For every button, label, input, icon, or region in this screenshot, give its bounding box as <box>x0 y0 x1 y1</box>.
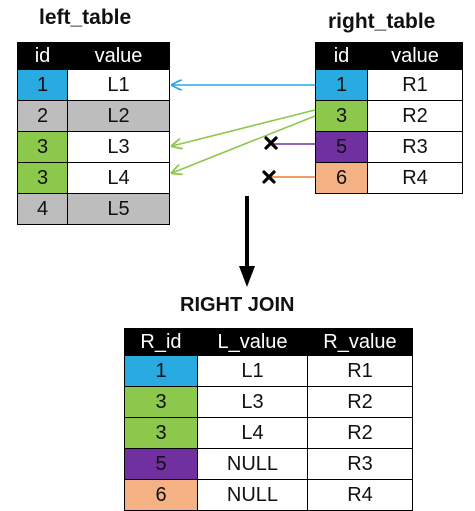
down-arrow-icon <box>239 196 255 287</box>
left-cell-id: 3 <box>17 162 68 194</box>
left-cell-id: 2 <box>17 100 68 132</box>
connector-r2-l4 <box>172 115 316 173</box>
left-cell-value: L4 <box>67 162 170 194</box>
left-header-id: id <box>17 42 68 70</box>
table-row: 1 L1 R1 <box>124 355 413 387</box>
result-header-r-value: R_value <box>307 328 413 356</box>
result-cell-r-value: R4 <box>307 479 413 511</box>
result-cell-l-value: NULL <box>197 448 308 480</box>
result-cell-id: 5 <box>124 448 198 480</box>
left-table-title: left_table <box>39 6 132 29</box>
right-cell-id: 1 <box>315 69 368 101</box>
left-cell-value: L5 <box>67 193 170 225</box>
right-cell-value: R3 <box>367 131 463 163</box>
join-type-label: RIGHT JOIN <box>180 294 295 316</box>
result-cell-id: 6 <box>124 479 198 511</box>
left-cell-value: L1 <box>67 69 170 101</box>
right-cell-id: 3 <box>315 100 368 132</box>
result-cell-r-value: R2 <box>307 417 413 449</box>
left-cell-id: 3 <box>17 131 68 163</box>
right-table-header: id value <box>315 42 463 70</box>
table-row: 3 L4 <box>17 162 170 194</box>
result-cell-r-value: R2 <box>307 386 413 418</box>
table-row: 5 NULL R3 <box>124 448 413 480</box>
table-row: 1 L1 <box>17 69 170 101</box>
table-row: 5 R3 <box>315 131 463 163</box>
result-cell-l-value: L1 <box>197 355 308 387</box>
right-table-title: right_table <box>328 10 436 33</box>
table-row: 2 L2 <box>17 100 170 132</box>
right-header-value: value <box>367 42 463 70</box>
table-row: 3 L3 <box>17 131 170 163</box>
result-cell-l-value: L4 <box>197 417 308 449</box>
result-cell-id: 1 <box>124 355 198 387</box>
left-cell-id: 4 <box>17 193 68 225</box>
table-row: 1 R1 <box>315 69 463 101</box>
result-cell-r-value: R1 <box>307 355 413 387</box>
left-cell-id: 1 <box>17 69 68 101</box>
table-row: 6 R4 <box>315 162 463 194</box>
x-icon <box>264 136 278 150</box>
right-cell-value: R2 <box>367 100 463 132</box>
left-header-value: value <box>67 42 170 70</box>
left-table-header: id value <box>17 42 170 70</box>
right-cell-value: R1 <box>367 69 463 101</box>
right-cell-id: 6 <box>315 162 368 194</box>
result-cell-l-value: NULL <box>197 479 308 511</box>
result-table-header: R_id L_value R_value <box>124 328 413 356</box>
result-cell-r-value: R3 <box>307 448 413 480</box>
result-cell-id: 3 <box>124 417 198 449</box>
left-table: id value 1 L1 2 L2 3 L3 3 L4 4 L5 <box>17 42 170 225</box>
table-row: 4 L5 <box>17 193 170 225</box>
result-header-l-value: L_value <box>197 328 308 356</box>
right-cell-value: R4 <box>367 162 463 194</box>
result-table: R_id L_value R_value 1 L1 R1 3 L3 R2 3 L… <box>124 328 413 511</box>
table-row: 3 R2 <box>315 100 463 132</box>
result-cell-l-value: L3 <box>197 386 308 418</box>
x-icon <box>262 170 276 184</box>
right-table: id value 1 R1 3 R2 5 R3 6 R4 <box>315 42 463 194</box>
result-header-r-id: R_id <box>124 328 198 356</box>
left-cell-value: L3 <box>67 131 170 163</box>
connector-r2-l3 <box>172 109 316 146</box>
table-row: 3 L4 R2 <box>124 417 413 449</box>
result-cell-id: 3 <box>124 386 198 418</box>
table-row: 6 NULL R4 <box>124 479 413 511</box>
table-row: 3 L3 R2 <box>124 386 413 418</box>
right-cell-id: 5 <box>315 131 368 163</box>
